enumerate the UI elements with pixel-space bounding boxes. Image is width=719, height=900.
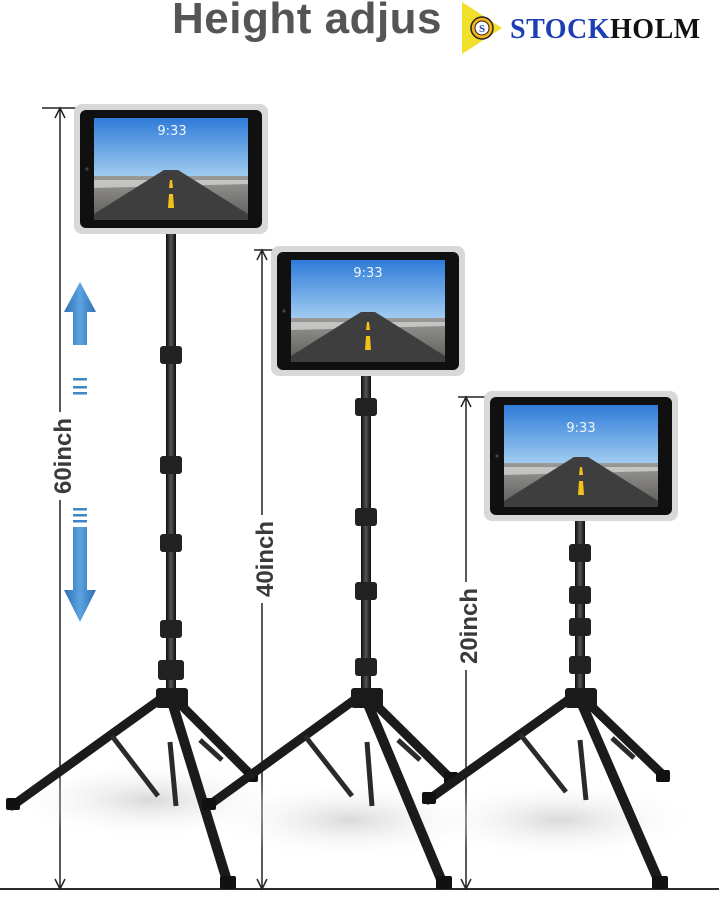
tripod-stand-medium xyxy=(202,246,490,889)
screen-clock: 9:33 xyxy=(566,421,595,436)
tripod-stand-short xyxy=(420,391,700,889)
stockholm-logo: S STOCKHOLM xyxy=(462,2,719,54)
arrow-up-icon xyxy=(64,282,96,395)
heading-title: Height adjus xyxy=(172,0,443,43)
screen-clock: 9:33 xyxy=(353,266,382,281)
height-label-20inch: 20inch xyxy=(454,582,486,670)
stockholm-badge-icon: S xyxy=(462,2,502,54)
height-label-40inch: 40inch xyxy=(250,515,282,603)
arrow-down-icon xyxy=(64,508,96,622)
logo-wordmark-part2: HOLM xyxy=(610,14,701,45)
logo-wordmark-part1: STOCK xyxy=(510,14,611,45)
height-label-60inch: 60inch xyxy=(48,412,80,500)
badge-letter: S xyxy=(479,23,485,35)
logo-wordmark: STOCKHOLM xyxy=(510,14,701,46)
screen-clock: 9:33 xyxy=(157,124,186,139)
